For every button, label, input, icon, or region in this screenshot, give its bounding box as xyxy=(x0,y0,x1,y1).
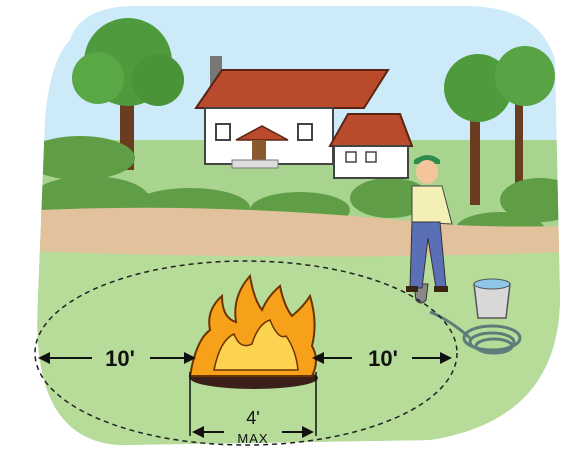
water-bucket-icon xyxy=(473,278,511,319)
left-distance-label: 10' xyxy=(105,346,135,371)
fire-width-label: 4' xyxy=(246,408,259,428)
house-icon xyxy=(194,56,414,179)
clearance-circle xyxy=(34,260,458,446)
right-distance-label: 10' xyxy=(368,346,398,371)
campfire-icon xyxy=(188,273,318,389)
fire-width-qualifier: MAX xyxy=(237,431,268,446)
tree-icon xyxy=(444,46,555,205)
fire-width-dimension: 4' MAX xyxy=(189,372,317,446)
right-distance-dimension: 10' xyxy=(312,346,452,371)
left-distance-dimension: 10' xyxy=(38,346,196,371)
person-with-shovel-icon xyxy=(406,155,453,304)
garden-hose-icon xyxy=(429,310,522,355)
